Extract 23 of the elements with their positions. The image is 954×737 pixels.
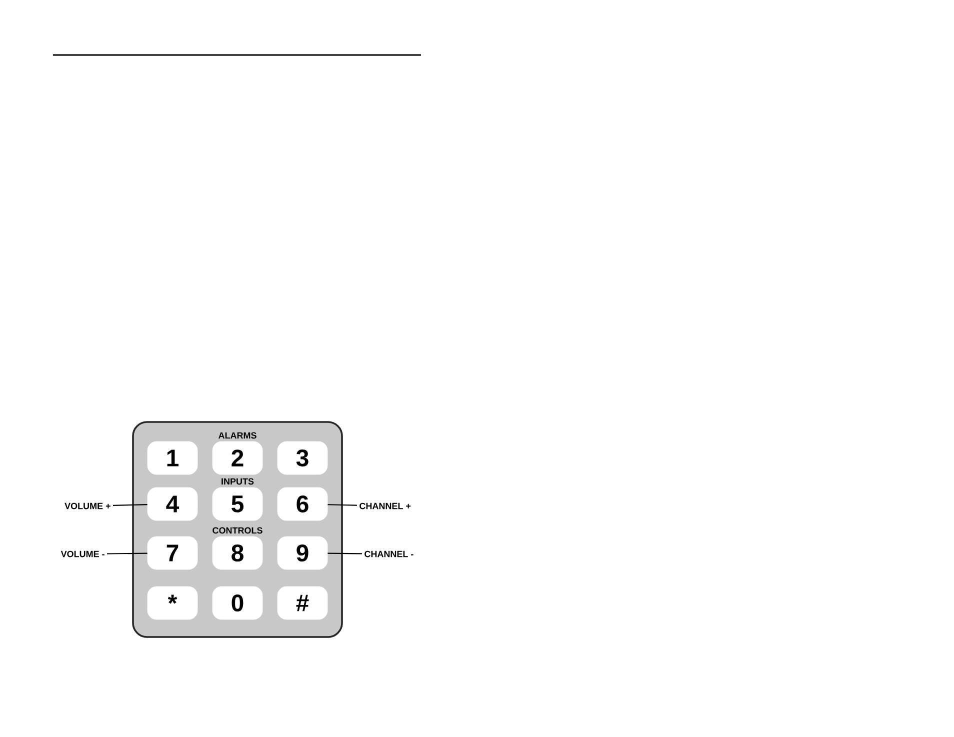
leader-line bbox=[112, 504, 148, 506]
keypad-key: 6 bbox=[277, 487, 328, 521]
key-caption: CONTROLS bbox=[212, 527, 262, 534]
leader-line bbox=[107, 552, 148, 554]
callout-label: CHANNEL - bbox=[364, 550, 414, 558]
keypad-key: 9 bbox=[277, 536, 328, 570]
callout-label: VOLUME - bbox=[60, 550, 104, 558]
keypad-key: # bbox=[277, 586, 328, 620]
keypad-key: * bbox=[147, 586, 198, 620]
key-caption: INPUTS bbox=[222, 478, 254, 485]
key-caption: ALARMS bbox=[218, 432, 256, 439]
callout-label: CHANNEL + bbox=[360, 502, 411, 510]
callout-label: VOLUME + bbox=[64, 502, 110, 510]
leader-line bbox=[328, 504, 358, 506]
keypad-key: 8 bbox=[212, 536, 263, 570]
leader-line bbox=[328, 552, 362, 554]
keypad-key: 4 bbox=[147, 487, 198, 521]
keypad-key: 5 bbox=[212, 487, 263, 521]
keypad-key: 0 bbox=[212, 586, 263, 620]
keypad-key: 2 bbox=[212, 441, 263, 475]
keypad-key: 7 bbox=[147, 536, 198, 570]
keypad-key: 1 bbox=[147, 441, 198, 475]
keypad-key: 3 bbox=[277, 441, 328, 475]
